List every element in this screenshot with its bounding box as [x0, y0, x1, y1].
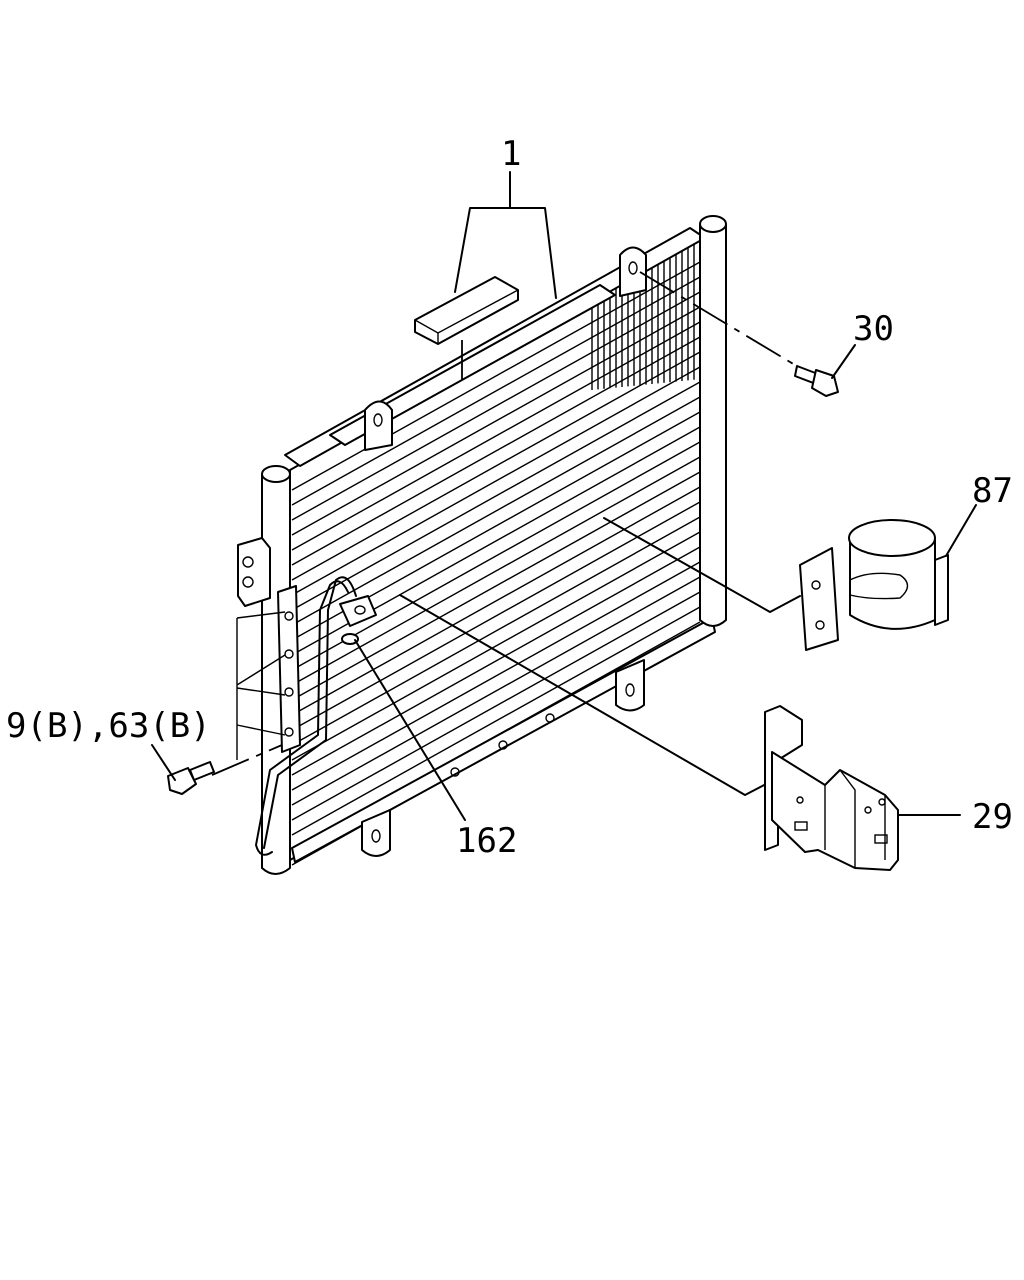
fin-line: [291, 501, 701, 731]
condenser-mesh: [591, 243, 695, 390]
fin-line: [291, 396, 701, 626]
fin-line: [291, 366, 701, 596]
part-87-clamp: [603, 504, 977, 651]
part-30-bolt: [639, 271, 856, 397]
fin-line: [291, 351, 701, 581]
condenser-assembly: [237, 215, 727, 875]
callout-9b-63b: 9(B),63(B): [6, 706, 211, 746]
callout-29: 29: [972, 797, 1013, 837]
part-9b-63b-bolt: [151, 611, 286, 795]
callout-30: 30: [853, 309, 894, 349]
fin-line: [291, 441, 701, 671]
fin-line: [291, 321, 701, 551]
part-162-oring: [354, 639, 466, 821]
fin-line: [291, 606, 701, 836]
fin-line: [291, 381, 701, 611]
callout-162: 162: [456, 821, 517, 861]
fin-line: [291, 591, 701, 821]
fin-line: [291, 471, 701, 701]
part-29-bracket: [399, 594, 961, 871]
part-1-insulator: [414, 171, 557, 380]
fin-line: [291, 276, 701, 506]
fin-line: [291, 486, 701, 716]
fin-line: [291, 516, 701, 746]
condenser-fins: [291, 261, 701, 866]
fin-line: [291, 576, 701, 806]
fin-line: [291, 546, 701, 776]
fin-line: [291, 561, 701, 791]
fin-line: [291, 336, 701, 566]
callout-87: 87: [972, 471, 1013, 511]
fin-line: [291, 291, 701, 521]
fin-line: [291, 306, 701, 536]
fin-line: [291, 531, 701, 761]
fin-line: [291, 261, 701, 491]
callout-1: 1: [501, 134, 521, 174]
